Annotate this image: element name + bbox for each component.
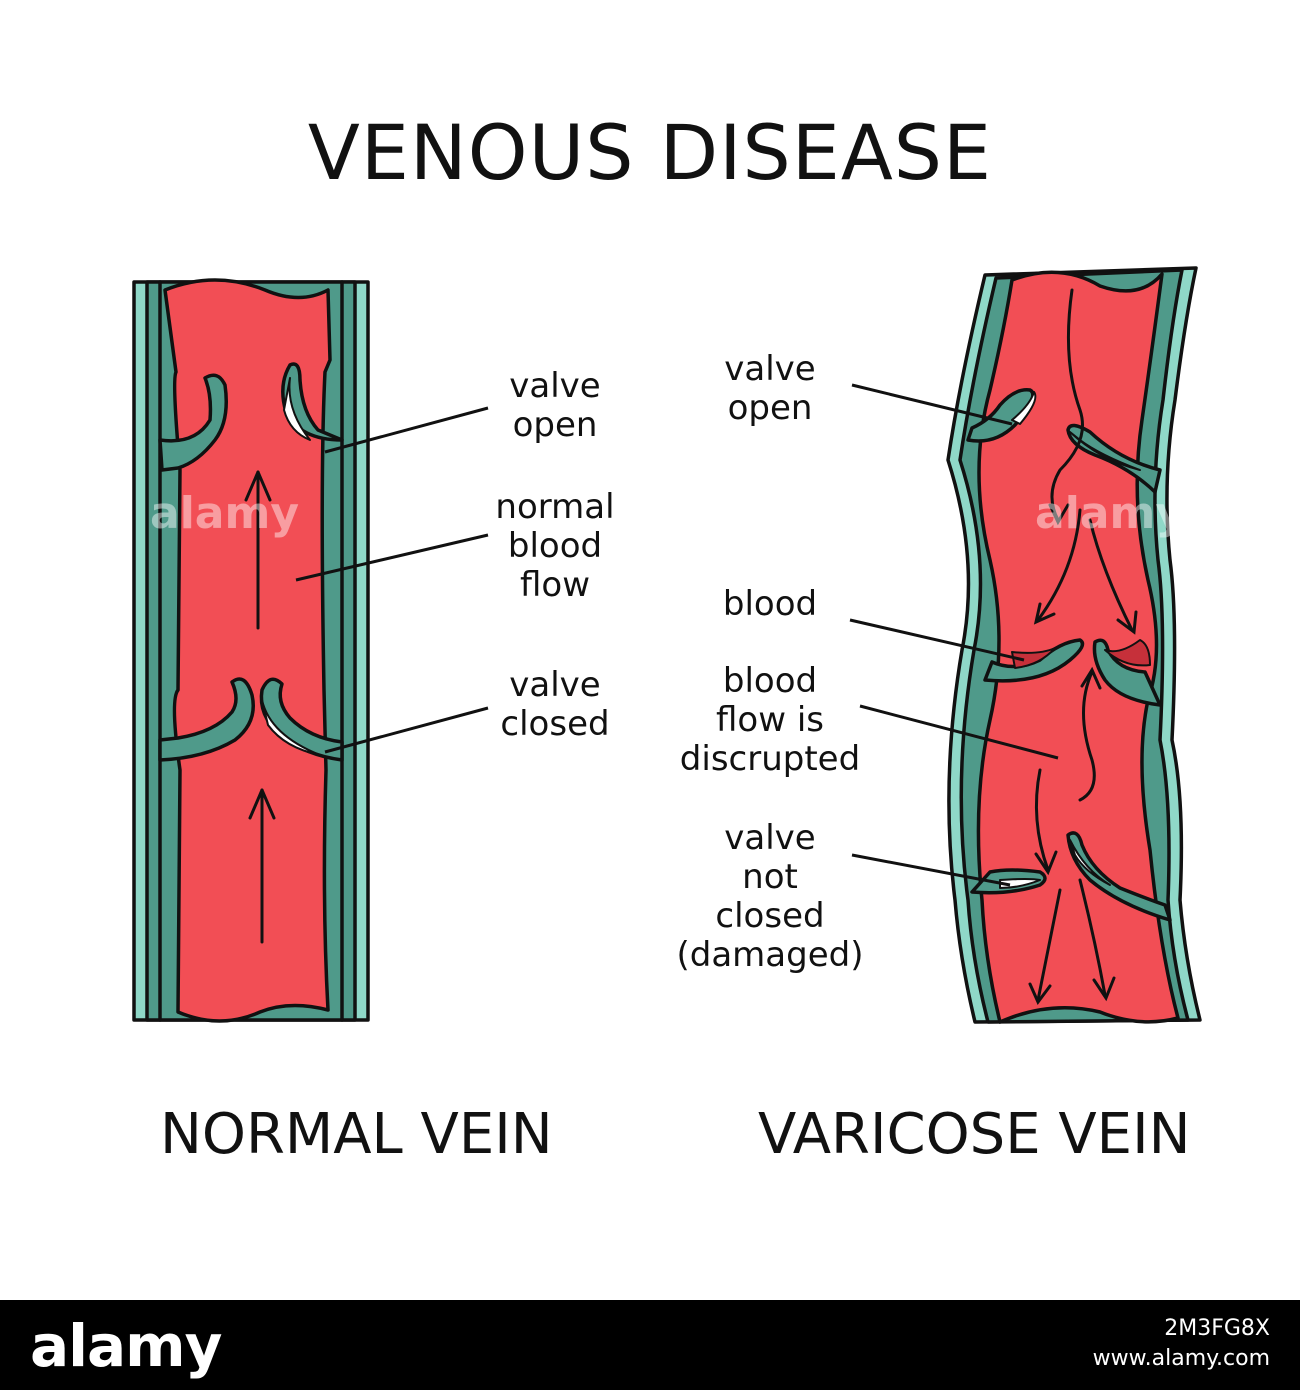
- normal-blood-lumen: [163, 278, 332, 1023]
- label-normal-valve-open: valve open: [509, 366, 601, 445]
- diagram-title: VENOUS DISEASE: [307, 108, 993, 197]
- caption-normal-vein: NORMAL VEIN: [160, 1102, 553, 1167]
- blood-pool-right: [1104, 639, 1151, 667]
- watermark-overlay-right: alamy: [1035, 488, 1184, 539]
- varicose-flow-arrows: [1028, 288, 1138, 1005]
- varicose-leader-lines: [849, 383, 1059, 887]
- varicose-valve-middle-right: [1092, 638, 1162, 707]
- normal-leader-lines: [295, 406, 489, 754]
- varicose-valve-damaged-right: [1066, 831, 1172, 922]
- watermark-footer: alamy 2M3FG8X www.alamy.com: [0, 1300, 1300, 1390]
- blood-pool-left: [1011, 647, 1056, 669]
- label-normal-valve-closed: valve closed: [500, 665, 610, 744]
- label-varicose-valve-open: valve open: [724, 349, 816, 428]
- alamy-logo: alamy: [30, 1312, 222, 1380]
- label-varicose-flow-disrupted: blood flow is discrupted: [679, 661, 861, 779]
- vein-illustration: [132, 266, 1202, 1024]
- label-varicose-valve-damaged: valve not closed (damaged): [676, 818, 864, 975]
- caption-varicose-vein: VARICOSE VEIN: [758, 1102, 1191, 1167]
- label-varicose-blood: blood: [722, 584, 818, 624]
- image-id: 2M3FG8X www.alamy.com: [1092, 1316, 1270, 1371]
- varicose-vein: [946, 266, 1202, 1024]
- varicose-valve-open-left: [966, 388, 1035, 443]
- label-normal-blood-flow: normal blood flow: [495, 487, 615, 605]
- normal-valve-closed-left: [158, 677, 255, 762]
- normal-vein: [132, 278, 370, 1023]
- watermark-overlay-left: alamy: [150, 488, 299, 539]
- normal-valve-open-left: [158, 373, 228, 472]
